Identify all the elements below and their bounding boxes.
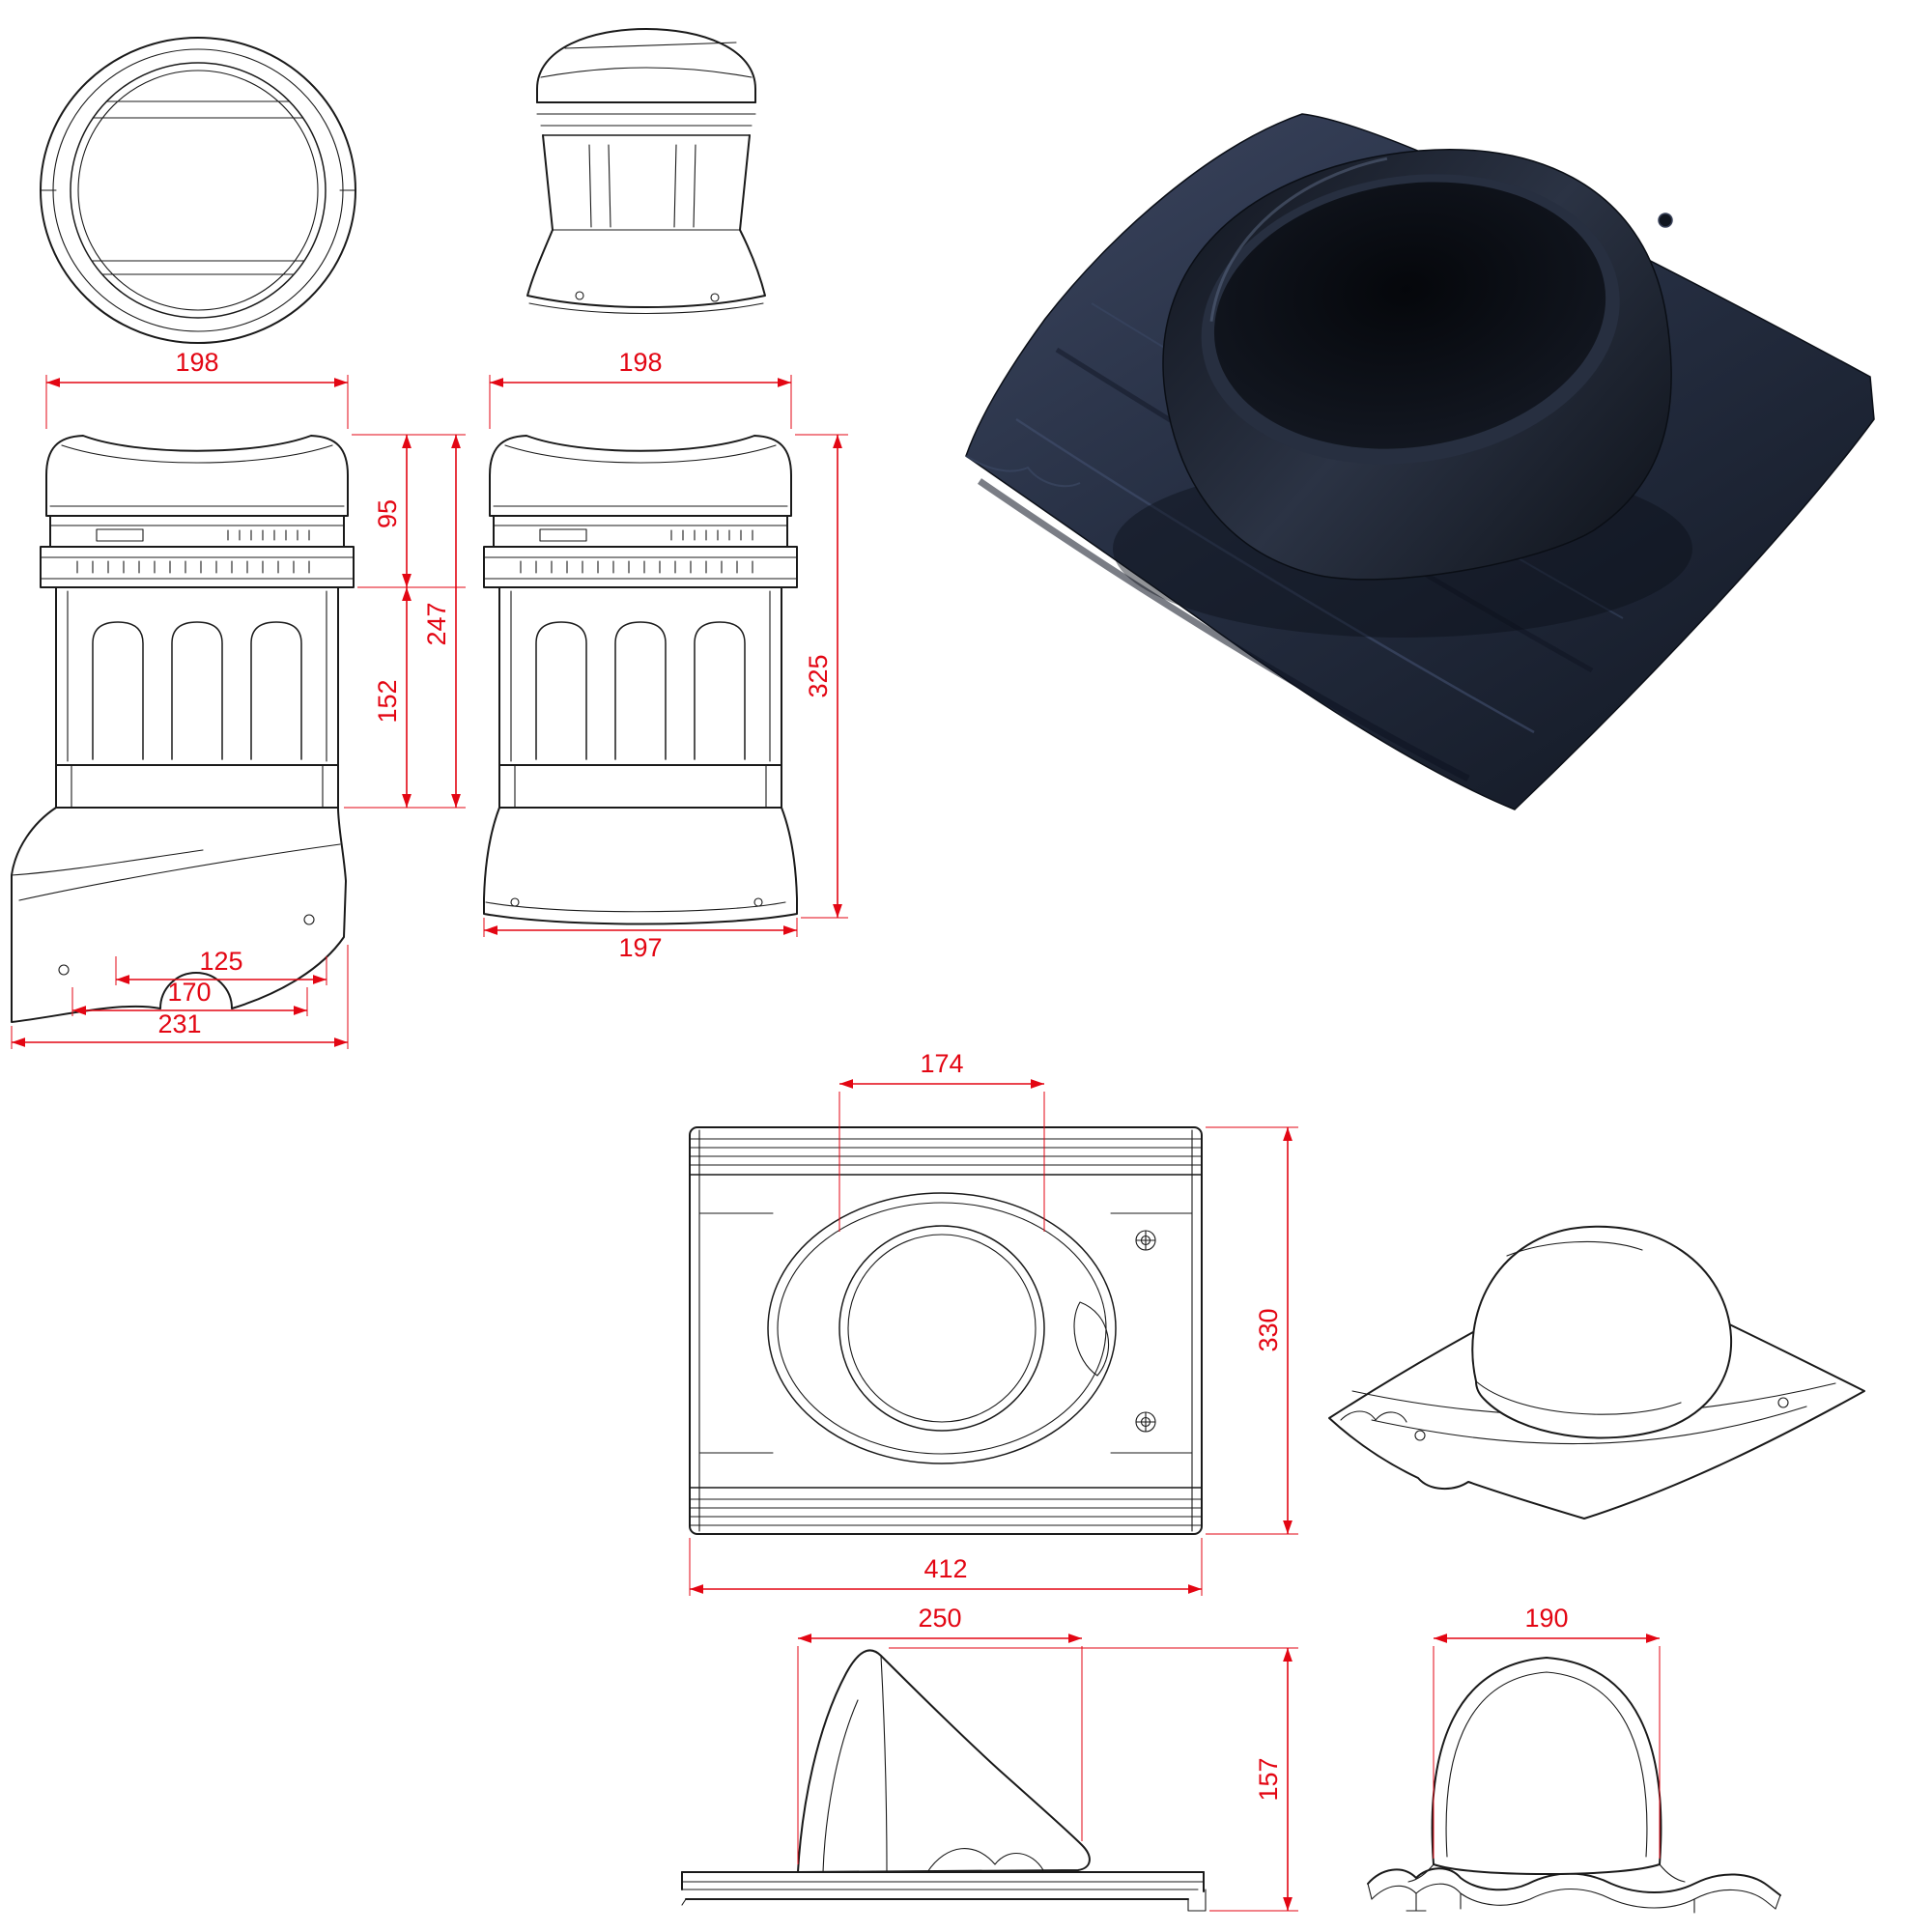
dim-label-opening-diameter: 174 (920, 1049, 963, 1078)
dim-cowl-length: 250 (797, 1604, 1083, 1864)
view-adapter-front (1367, 1657, 1781, 1914)
dim-base-width-mid: 170 (71, 978, 308, 1016)
dim-base-width-outer: 231 (11, 945, 349, 1049)
vent-upper-assembly-side (483, 435, 798, 809)
dim-label-vent-total-height: 325 (804, 654, 833, 697)
dim-label-base-width-mid: 170 (167, 978, 211, 1007)
dim-skirt-width: 197 (483, 918, 798, 962)
dim-body-section-height: 152 (344, 587, 466, 809)
dim-label-base-width-inner: 125 (199, 947, 242, 976)
dim-cap-width-front: 198 (45, 348, 349, 429)
dim-cowl-height: 157 (889, 1647, 1298, 1912)
view-front-skirt (11, 807, 347, 1023)
collar (1162, 149, 1672, 581)
dim-label-cowl-width: 190 (1524, 1604, 1568, 1633)
dim-label-skirt-width: 197 (618, 933, 662, 962)
dimensions: 198 198 95 152 247 325 (11, 348, 1661, 1912)
dim-label-plate-width: 412 (923, 1554, 967, 1583)
dim-label-cowl-length: 250 (918, 1604, 961, 1633)
dim-cap-width-side: 198 (489, 348, 792, 429)
screw-boss-bottom (1135, 1411, 1156, 1433)
vent-slits-row1 (227, 529, 310, 541)
dim-cap-section-height: 95 (352, 434, 466, 588)
dim-label-base-width-outer: 231 (157, 1009, 201, 1038)
dim-plate-depth: 330 (1206, 1126, 1298, 1535)
dim-vent-total-height: 325 (795, 434, 848, 919)
screw-boss-top (1135, 1230, 1156, 1251)
dim-cowl-width: 190 (1433, 1604, 1661, 1859)
view-adapter-iso (1328, 1225, 1865, 1520)
collar-opening (1213, 182, 1606, 449)
dim-upper-section-height: 247 (422, 435, 461, 808)
dim-label-cap-width-front: 198 (175, 348, 218, 377)
vent-slits-row2 (76, 560, 310, 574)
dim-label-plate-depth: 330 (1254, 1308, 1283, 1351)
view-adapter-top (689, 1126, 1203, 1535)
view-side-cap-small (526, 28, 766, 315)
view-top-cap (40, 37, 356, 344)
dim-label-upper-section-height: 247 (422, 602, 451, 645)
vent-upper-assembly (40, 435, 355, 809)
dim-base-width-inner: 125 (115, 947, 327, 985)
dim-opening-diameter: 174 (838, 1049, 1045, 1232)
view-side-skirt (483, 807, 798, 925)
dim-label-cap-section-height: 95 (373, 499, 402, 528)
screw-hole (1658, 213, 1673, 228)
dim-label-cap-width-side: 198 (618, 348, 662, 377)
render-3d-tile (965, 113, 1875, 810)
dim-label-body-section-height: 152 (373, 679, 402, 723)
dim-label-cowl-height: 157 (1254, 1757, 1283, 1801)
dim-plate-width: 412 (689, 1538, 1203, 1596)
view-adapter-side (681, 1649, 1207, 1912)
